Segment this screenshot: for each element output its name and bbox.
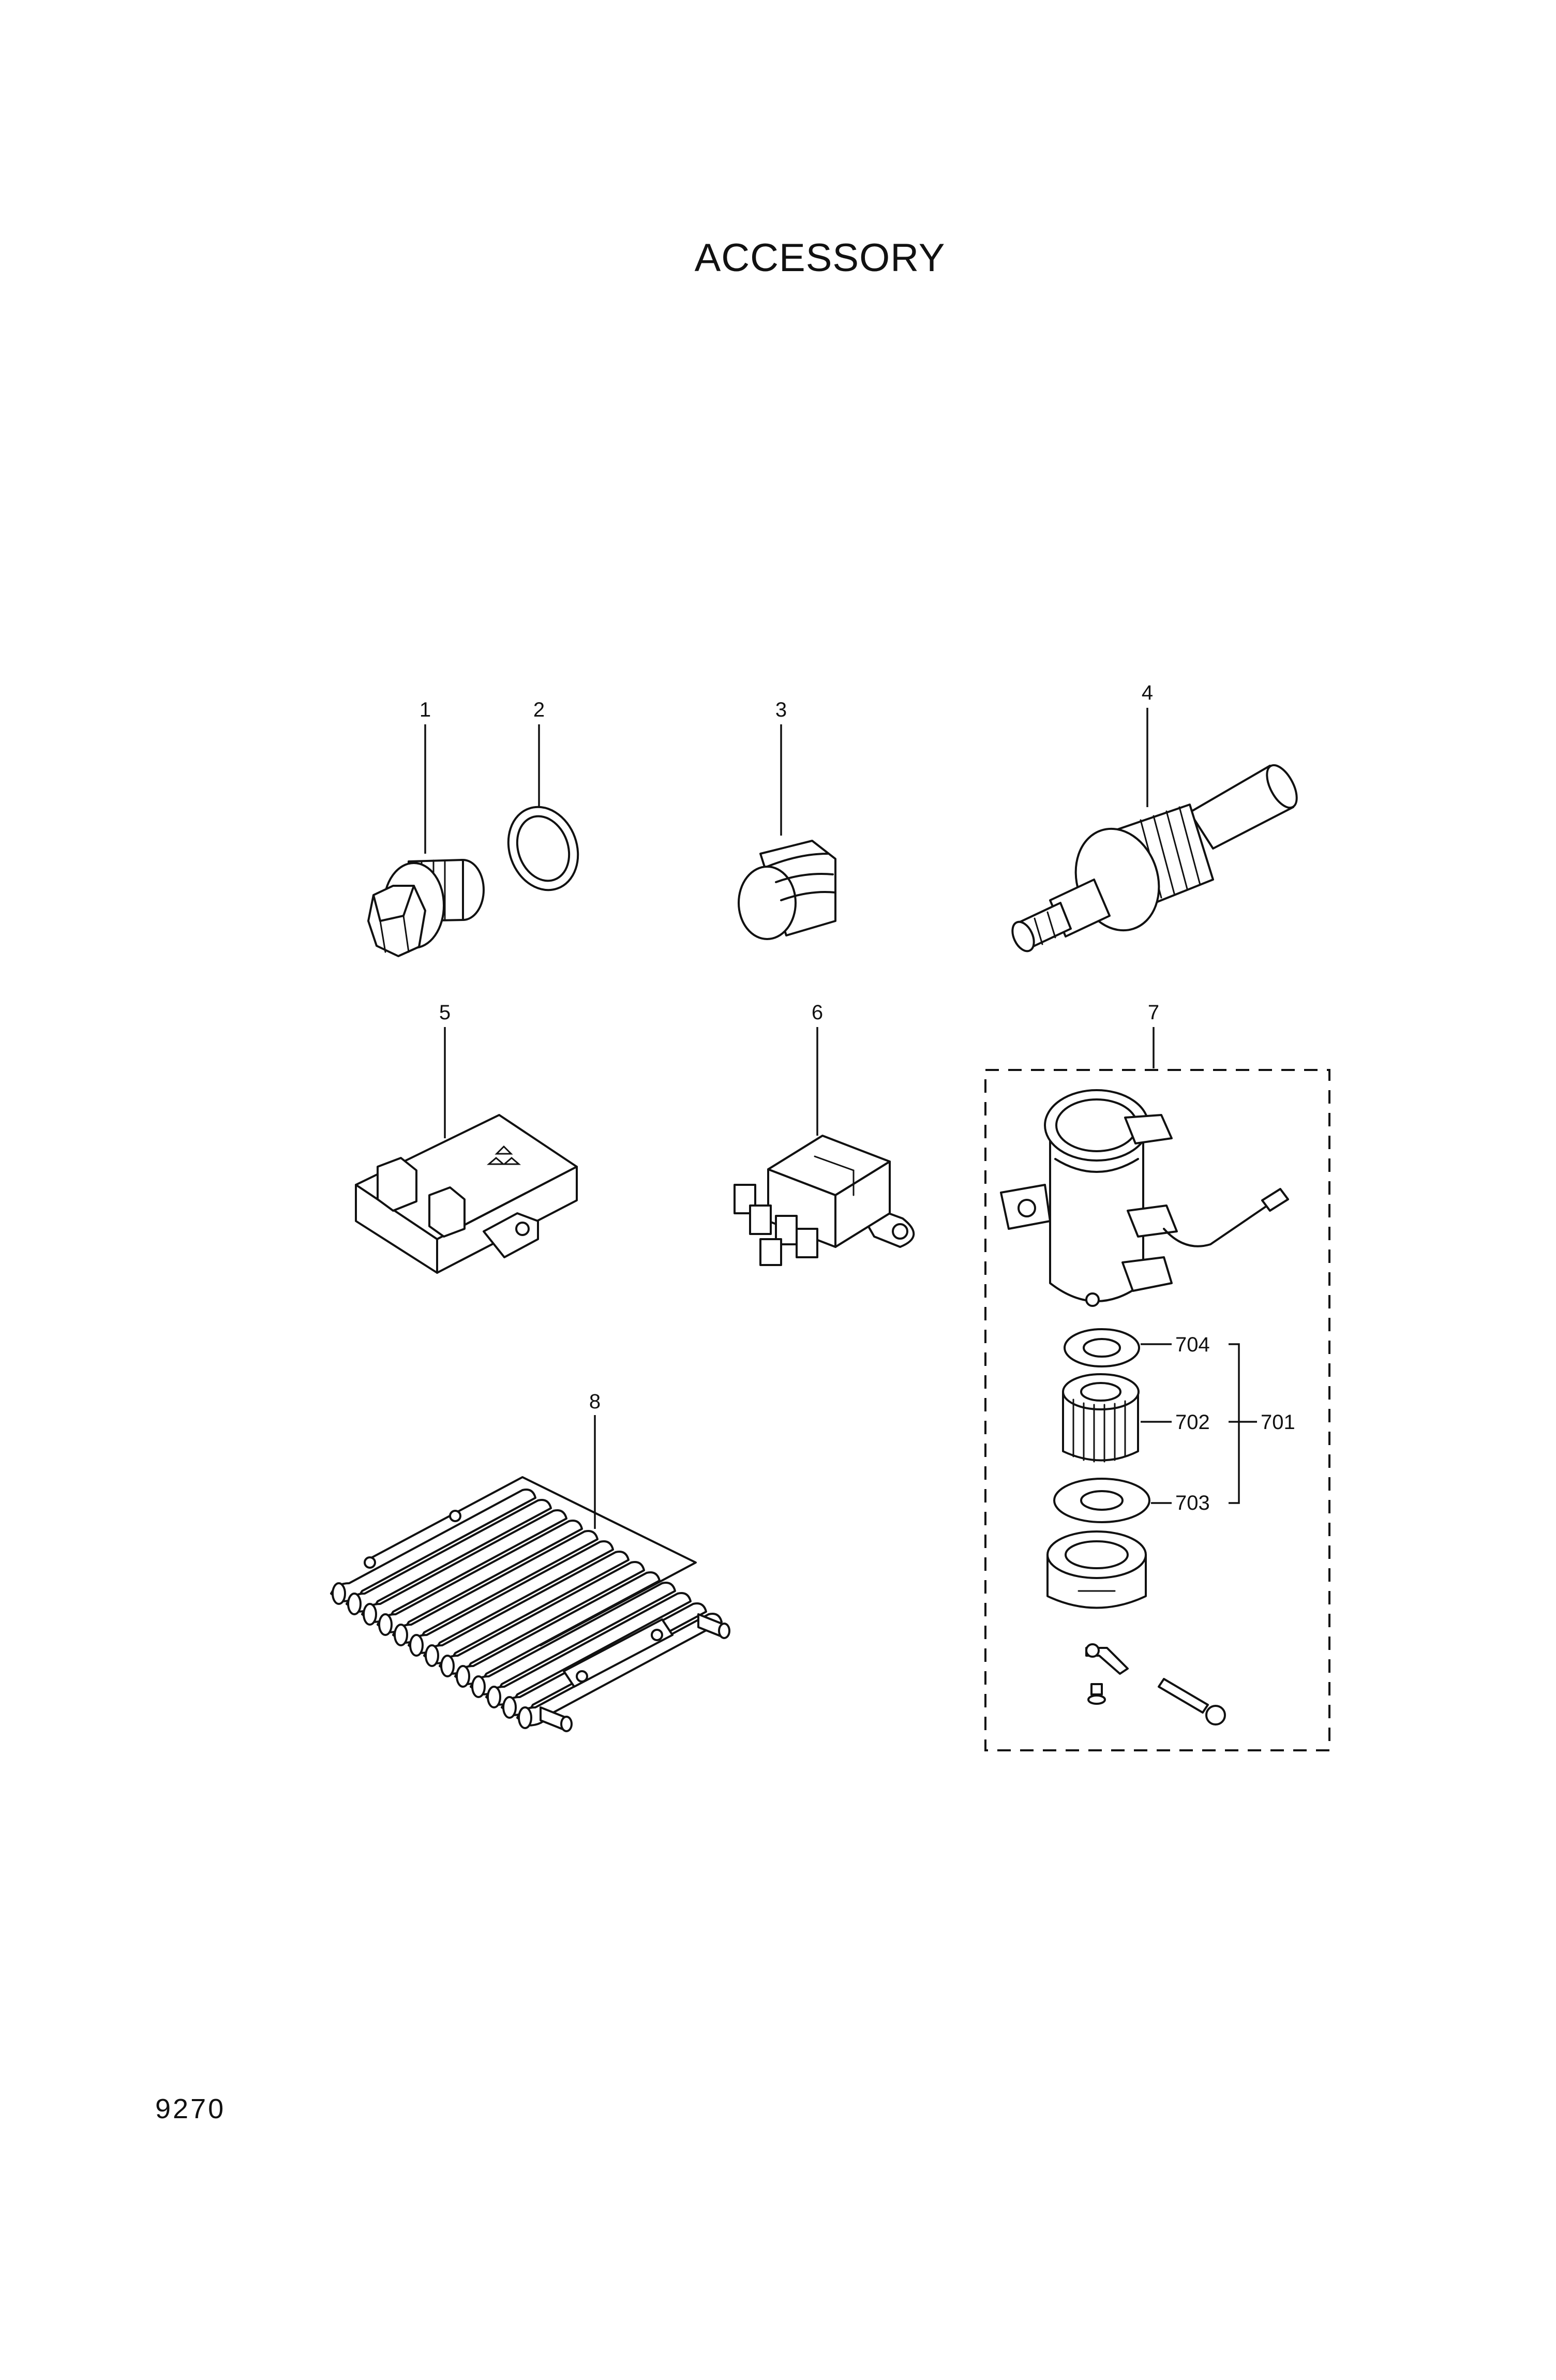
callout-4: 4 [1142, 681, 1153, 704]
part-1-plug [367, 724, 485, 957]
page-number: 9270 [155, 2093, 226, 2124]
part-5-control-unit [355, 1027, 578, 1274]
callout-3: 3 [775, 698, 787, 721]
callout-704: 704 [1175, 1333, 1210, 1356]
part-3-cap [738, 724, 836, 940]
part-8-oil-cooler [330, 1415, 730, 1732]
part-7-fuel-pump-group [984, 1027, 1330, 1751]
callout-703: 703 [1175, 1492, 1210, 1514]
callout-7: 7 [1148, 1001, 1159, 1024]
part-2-o-ring [507, 724, 579, 891]
callout-1: 1 [420, 698, 431, 721]
callout-2: 2 [533, 698, 545, 721]
callout-5: 5 [439, 1001, 451, 1024]
callout-8: 8 [589, 1390, 601, 1413]
callout-702: 702 [1175, 1411, 1210, 1434]
part-4-sensor [1011, 708, 1298, 953]
callout-701: 701 [1261, 1411, 1295, 1434]
part-6-relay [734, 1027, 915, 1266]
callout-6: 6 [812, 1001, 823, 1024]
page-title: ACCESSORY [694, 236, 946, 280]
